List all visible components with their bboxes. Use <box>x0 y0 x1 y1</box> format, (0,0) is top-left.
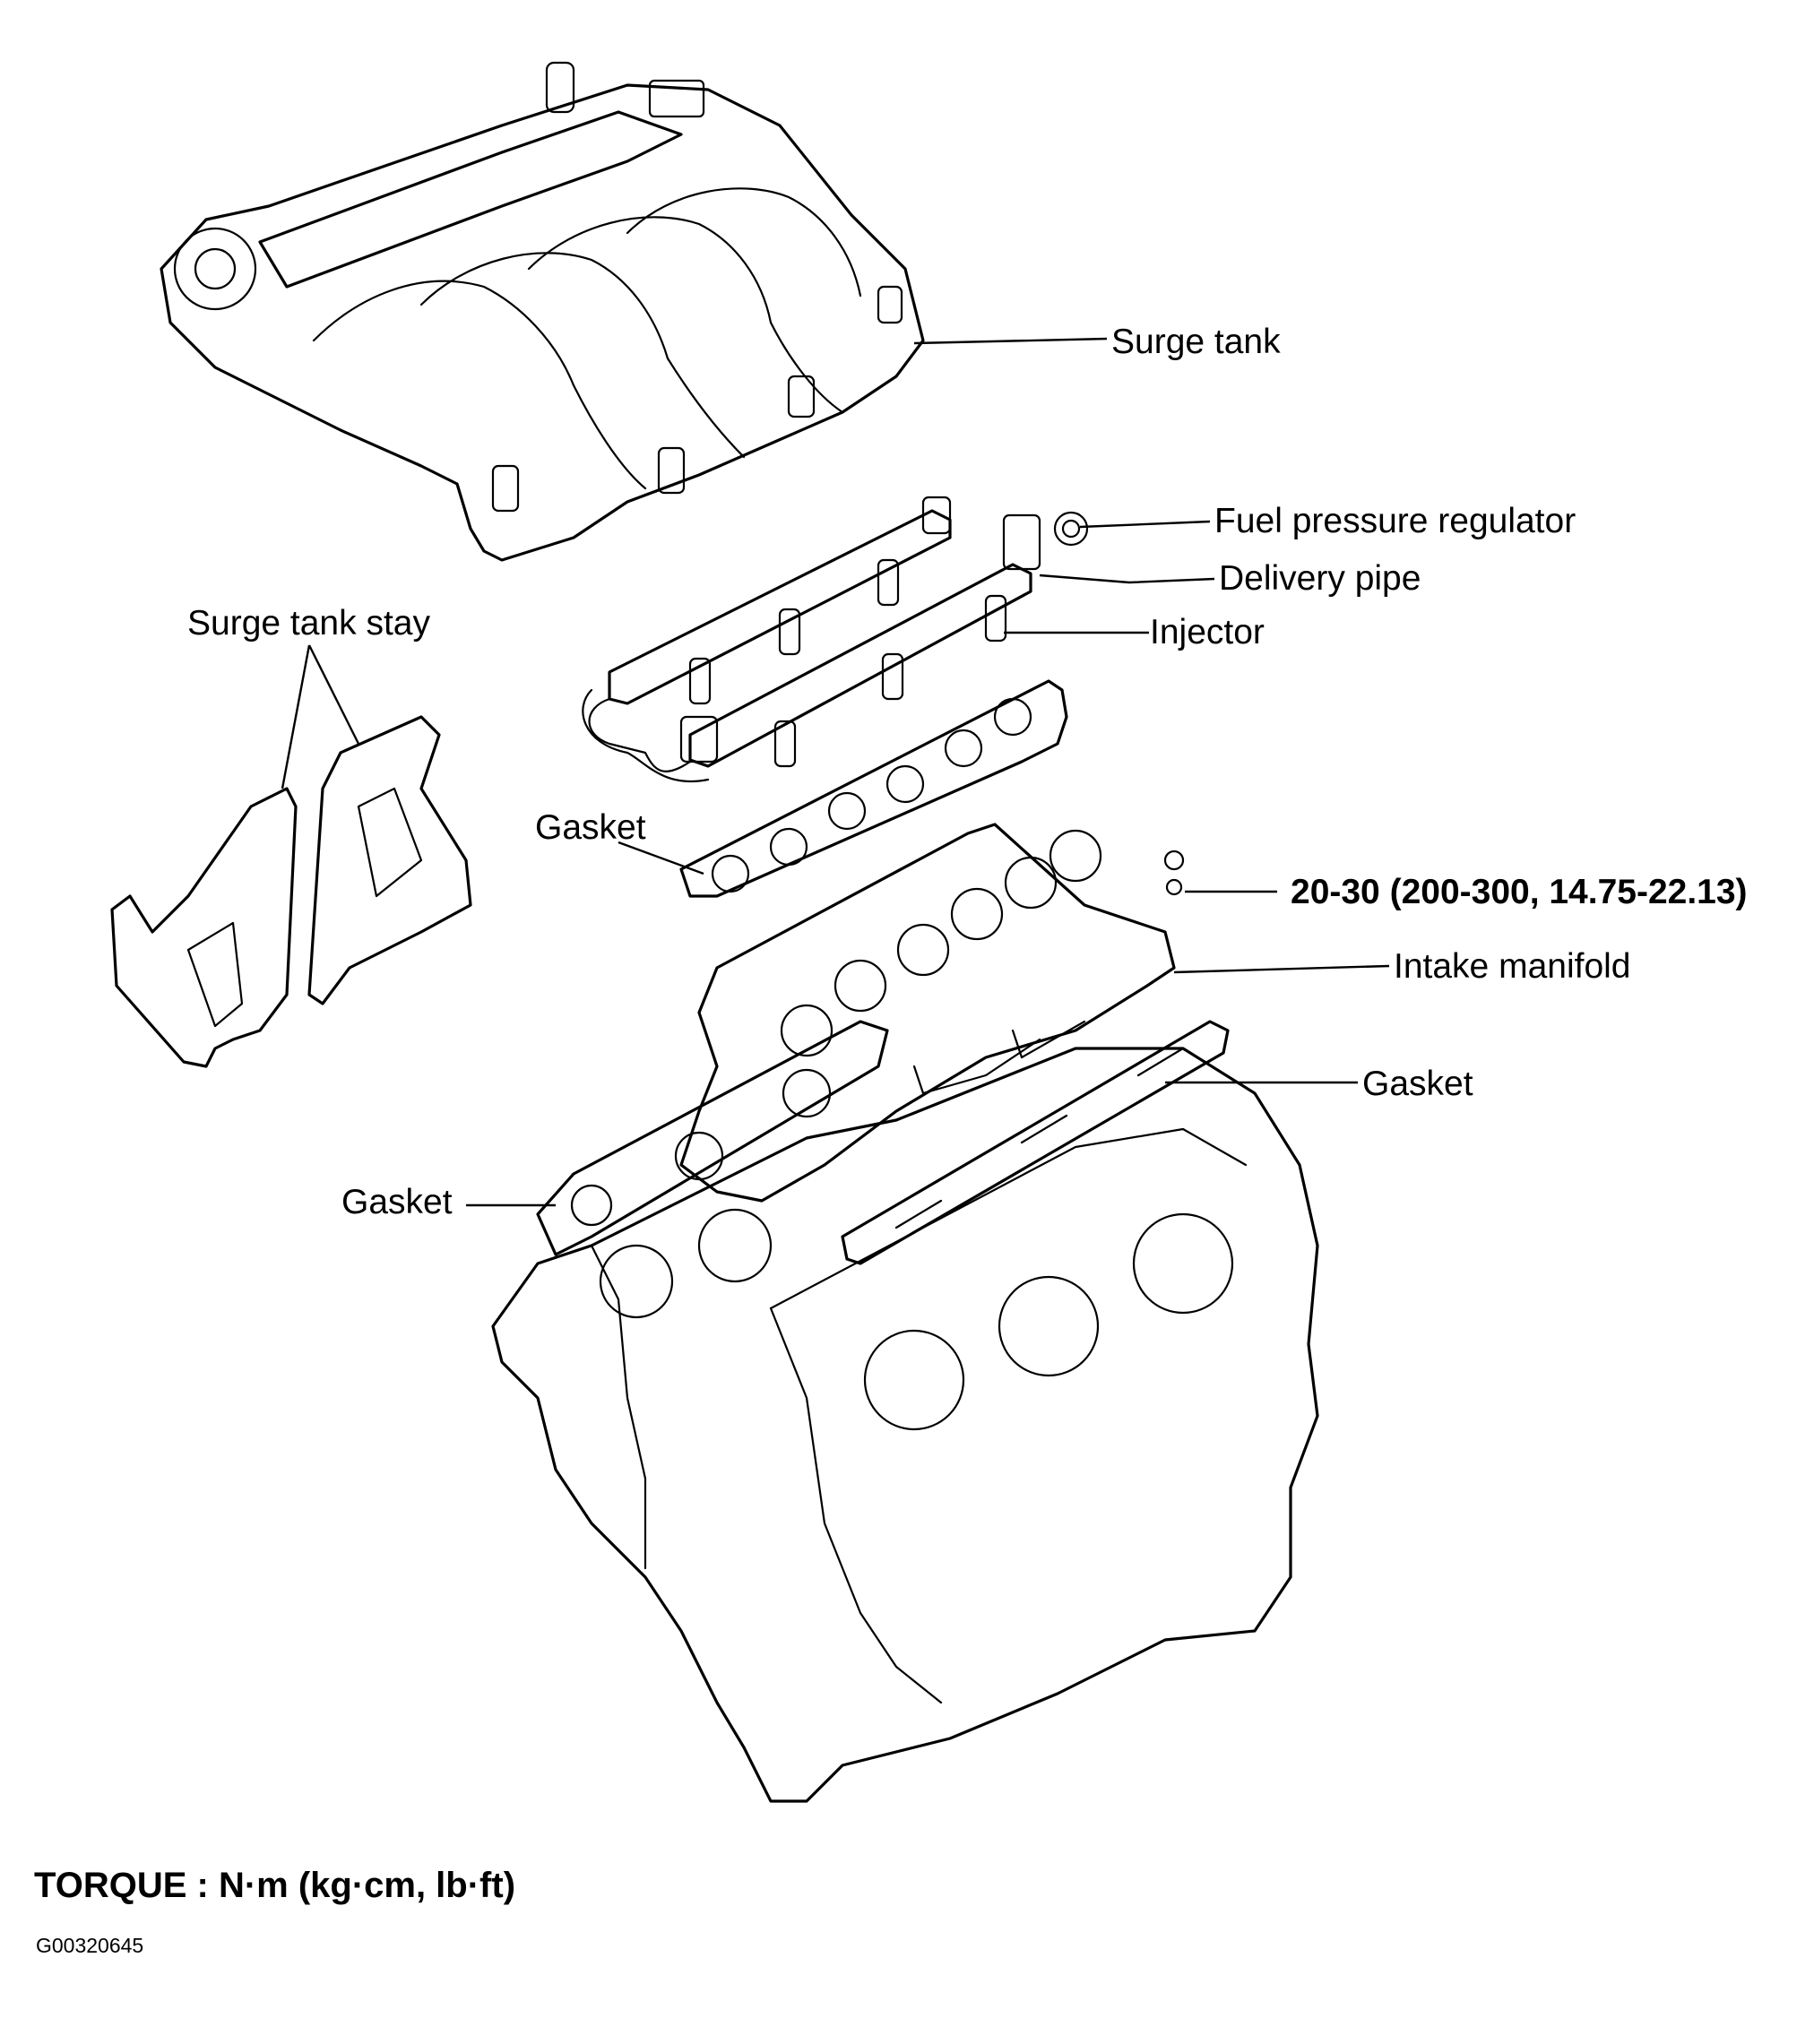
label-gasket-upper: Gasket <box>535 808 646 847</box>
leader-lines <box>281 337 1390 1207</box>
label-fuel-pressure-regulator: Fuel pressure regulator <box>1214 502 1576 540</box>
label-gasket-left: Gasket <box>341 1183 453 1221</box>
intake-manifold-drawing <box>679 823 1185 1203</box>
injector-drawing <box>688 558 1007 768</box>
label-torque-value: 20-30 (200-300, 14.75-22.13) <box>1291 873 1748 911</box>
upper-gasket-drawing <box>679 679 1068 898</box>
label-injector: Injector <box>1150 613 1265 651</box>
label-gasket-right: Gasket <box>1362 1065 1473 1103</box>
figure-id: G00320645 <box>36 1934 144 1957</box>
label-surge-tank: Surge tank <box>1111 323 1281 361</box>
label-delivery-pipe: Delivery pipe <box>1219 559 1421 598</box>
surge-tank-drawing <box>160 61 925 562</box>
label-intake-manifold: Intake manifold <box>1394 947 1631 986</box>
left-gasket-drawing <box>536 1020 889 1256</box>
right-gasket-drawing <box>841 1020 1230 1265</box>
surge-tank-stay-drawing <box>110 715 472 1068</box>
label-surge-tank-stay: Surge tank stay <box>187 604 430 643</box>
delivery-pipe-drawing <box>582 496 1089 782</box>
torque-units-note: TORQUE : N·m (kg·cm, lb·ft) <box>34 1866 516 1905</box>
engine-block-drawing <box>491 1047 1319 1803</box>
